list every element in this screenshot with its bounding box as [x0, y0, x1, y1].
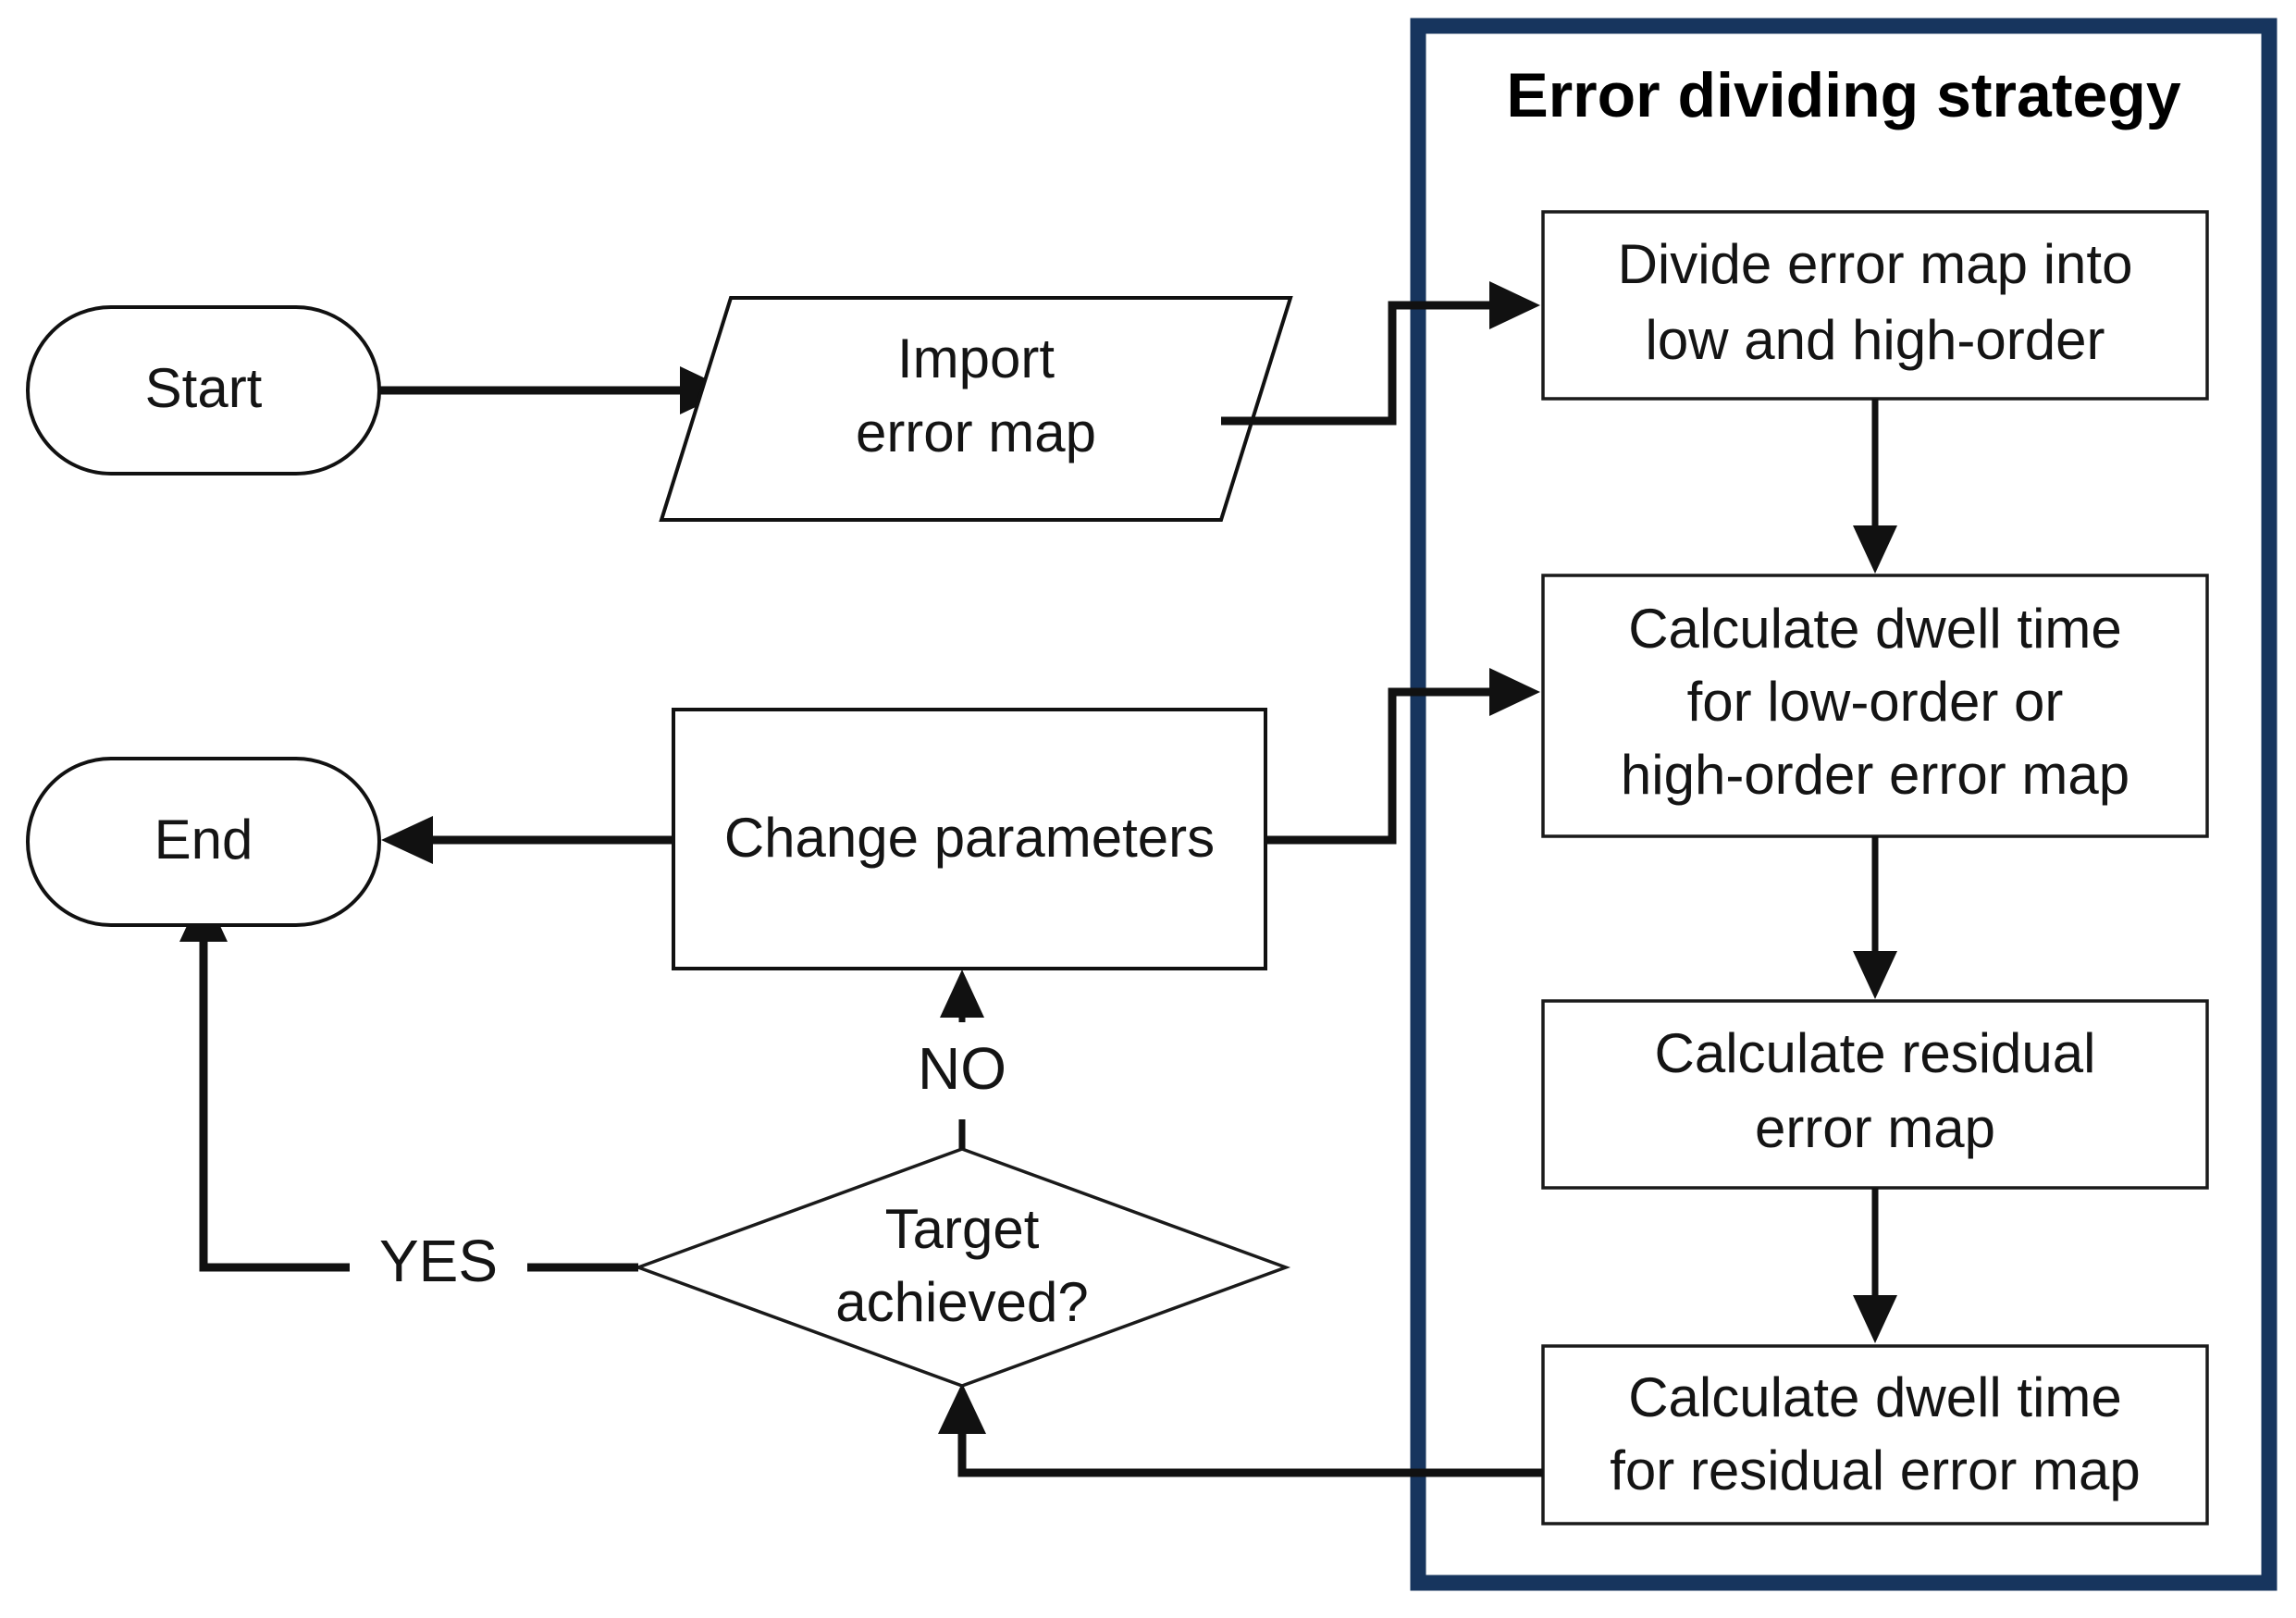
edge-decision-no-to-change-parameters	[940, 970, 984, 1149]
group-box-error-dividing-strategy	[1410, 18, 2277, 1591]
arrowhead-change-parameters-to-end	[381, 816, 433, 864]
edge-import-to-divide	[1221, 281, 1540, 426]
node-end-label: End	[154, 809, 253, 871]
node-import-label-line1: Import	[897, 327, 1055, 389]
arrowhead-divide-to-dwell-lowhigh	[1853, 525, 1897, 574]
node-change-parameters-label: Change parameters	[724, 807, 1215, 869]
arrowhead-dwell-residual-to-decision	[938, 1383, 986, 1434]
node-change-parameters[interactable]	[672, 708, 1267, 970]
node-dwell-lowhigh-label-line1: Calculate dwell time	[1628, 598, 2122, 660]
node-dwell-lowhigh-label-line3: high-order error map	[1621, 744, 2129, 806]
edge-label-no: NO	[918, 1035, 1006, 1102]
arrowhead-import-to-divide	[1489, 281, 1540, 329]
edge-dwell-lowhigh-to-residual	[1853, 836, 1897, 999]
node-dwell-low-high[interactable]	[1541, 574, 2209, 838]
node-dwell-residual[interactable]	[1541, 1344, 2209, 1525]
node-divide-label-line1: Divide error map into	[1618, 233, 2133, 295]
node-import-error-map[interactable]	[659, 296, 1293, 522]
group-title-label: Error dividing strategy	[1506, 60, 2180, 130]
arrowhead-residual-to-dwell-residual	[1853, 1295, 1897, 1343]
node-residual-label-line2: error map	[1755, 1097, 1995, 1159]
node-decision-label-line2: achieved?	[835, 1271, 1089, 1333]
node-dwell-residual-label-line1: Calculate dwell time	[1628, 1366, 2122, 1428]
edge-residual-to-dwell-residual	[1853, 1188, 1897, 1343]
arrowhead-change-parameters-to-dwell-lowhigh	[1489, 668, 1540, 716]
edge-change-parameters-to-end	[381, 816, 673, 864]
arrowhead-dwell-lowhigh-to-residual	[1853, 951, 1897, 999]
edge-divide-to-dwell-lowhigh	[1853, 399, 1897, 574]
edge-change-parameters-to-dwell-lowhigh	[1265, 668, 1540, 845]
node-decision-label-line1: Target	[885, 1198, 1040, 1260]
node-residual-label-line1: Calculate residual	[1655, 1022, 2096, 1084]
node-dwell-residual-label-line2: for residual error map	[1610, 1439, 2141, 1501]
edge-decision-yes-to-end	[179, 890, 638, 1272]
node-import-label-line2: error map	[856, 401, 1096, 463]
edge-start-to-import	[379, 366, 731, 414]
node-dwell-lowhigh-label-line2: for low-order or	[1687, 671, 2064, 733]
node-end[interactable]	[26, 757, 381, 927]
edge-label-yes: YES	[379, 1228, 498, 1294]
edge-dwell-residual-to-decision	[938, 1383, 1543, 1477]
node-decision-target-achieved[interactable]	[633, 1147, 1291, 1388]
node-divide-label-line2: low and high-order	[1646, 309, 2105, 371]
node-start-label: Start	[145, 357, 263, 419]
node-divide-error-map[interactable]	[1541, 210, 2209, 401]
arrowhead-decision-no	[940, 970, 984, 1018]
